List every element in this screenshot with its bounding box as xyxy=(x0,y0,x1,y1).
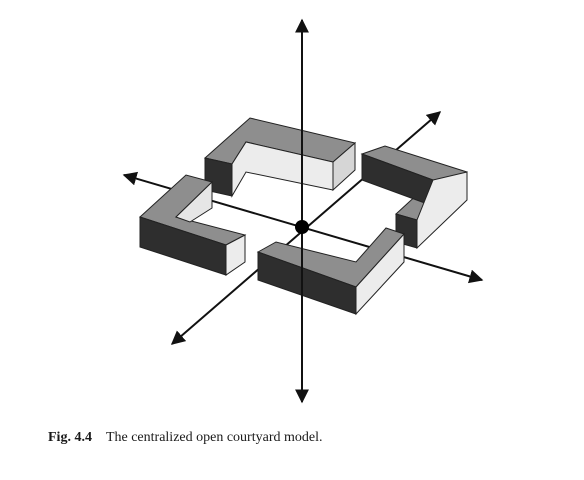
building-block-bottom xyxy=(256,227,405,316)
caption-label: Fig. 4.4 xyxy=(48,430,92,445)
figure-caption: Fig. 4.4 The centralized open courtyard m… xyxy=(48,430,322,446)
building-block-top-right xyxy=(360,145,468,250)
building-block-top-left xyxy=(203,117,357,198)
courtyard-diagram xyxy=(122,18,484,404)
caption-text: The centralized open courtyard model. xyxy=(105,430,323,445)
building-block-left xyxy=(139,174,247,276)
center-point xyxy=(295,220,309,234)
